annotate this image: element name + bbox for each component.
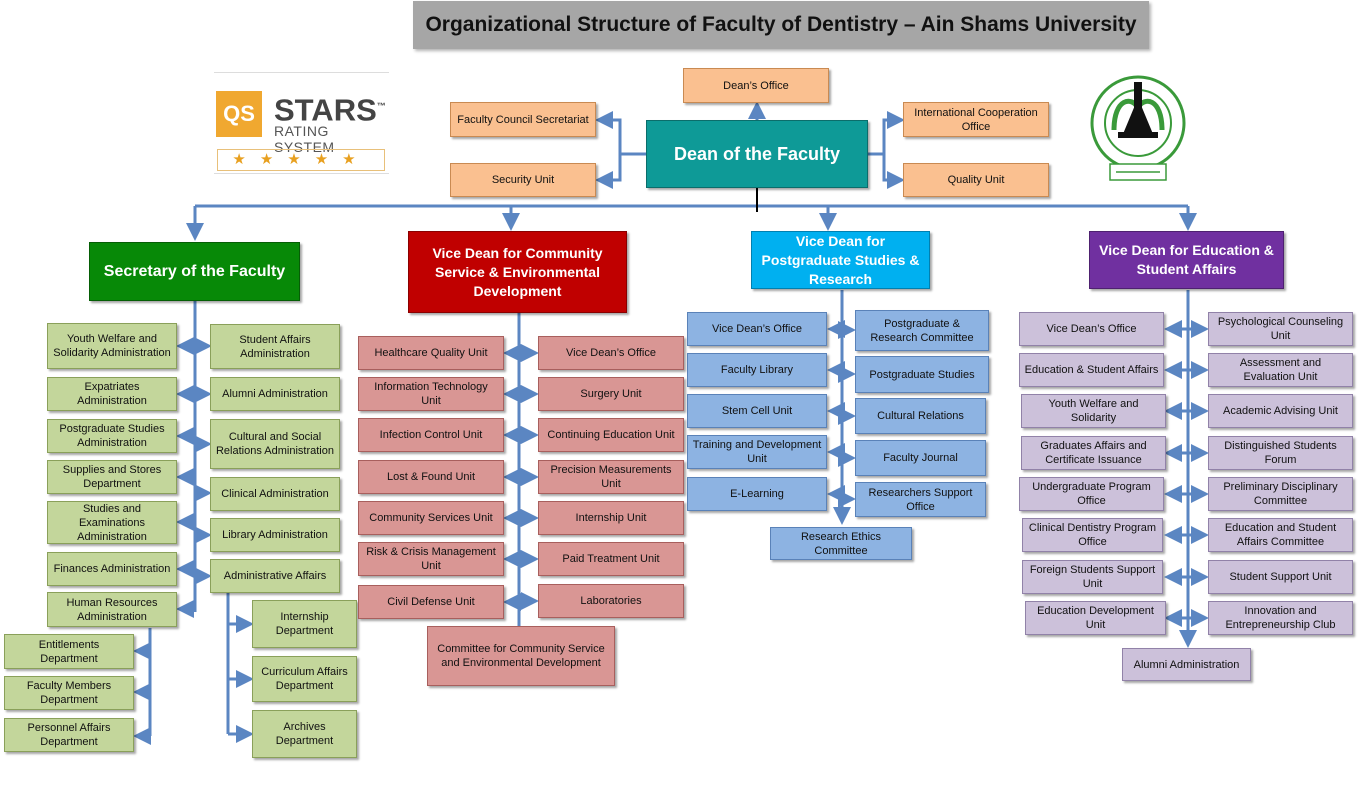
postgrad-unit-box: Postgraduate & Research Committee [855,310,989,351]
education-unit-box: Distinguished Students Forum [1208,436,1353,470]
education-unit-box: Graduates Affairs and Certificate Issuan… [1021,436,1166,470]
research-ethics-box: Research Ethics Committee [770,527,912,560]
international-office-box: International Cooperation Office [903,102,1049,137]
page-title: Organizational Structure of Faculty of D… [413,1,1149,49]
postgrad-unit-box: E-Learning [687,477,827,511]
postgrad-unit-box: Stem Cell Unit [687,394,827,428]
community-unit-box: Precision Measurements Unit [538,460,684,494]
sec-unit-box: Postgraduate Studies Administration [47,419,177,453]
qs-stars-text: STARS [274,92,377,128]
qs-tm: ™ [376,101,386,111]
community-unit-box: Civil Defense Unit [358,585,504,619]
sec-unit-box: Library Administration [210,518,340,552]
sec-unit-box: Supplies and Stores Department [47,460,177,494]
community-unit-box: Continuing Education Unit [538,418,684,452]
sec-unit-box: Cultural and Social Relations Administra… [210,419,340,469]
hr-sub-box: Personnel Affairs Department [4,718,134,752]
education-unit-box: Education and Student Affairs Committee [1208,518,1353,552]
qs-stars-logo: QS STARS™ RATING SYSTEM ★★★★★ [214,72,389,174]
community-committee-box: Committee for Community Service and Envi… [427,626,615,686]
education-unit-box: Undergraduate Program Office [1019,477,1164,511]
education-unit-box: Foreign Students Support Unit [1022,560,1163,594]
community-unit-box: Lost & Found Unit [358,460,504,494]
postgrad-unit-box: Faculty Library [687,353,827,387]
education-unit-box: Clinical Dentistry Program Office [1022,518,1163,552]
community-unit-box: Risk & Crisis Management Unit [358,542,504,576]
community-unit-box: Vice Dean’s Office [538,336,684,370]
postgrad-unit-box: Postgraduate Studies [855,356,989,393]
alumni-admin-box: Alumni Administration [1122,648,1251,681]
sec-unit-box: Administrative Affairs [210,559,340,593]
admin-sub-box: Curriculum Affairs Department [252,656,357,702]
sec-unit-box: Finances Administration [47,552,177,586]
education-unit-box: Assessment and Evaluation Unit [1208,353,1353,387]
postgrad-unit-box: Researchers Support Office [855,482,986,517]
sec-unit-box: Youth Welfare and Solidarity Administrat… [47,323,177,369]
community-vice-dean-box: Vice Dean for Community Service & Enviro… [408,231,627,313]
community-unit-box: Healthcare Quality Unit [358,336,504,370]
admin-sub-box: Archives Department [252,710,357,758]
postgrad-unit-box: Faculty Journal [855,440,986,476]
community-unit-box: Paid Treatment Unit [538,542,684,576]
postgrad-unit-box: Cultural Relations [855,398,986,434]
postgrad-unit-box: Vice Dean’s Office [687,312,827,346]
postgrad-unit-box: Training and Development Unit [687,435,827,469]
security-unit-box: Security Unit [450,163,596,197]
education-unit-box: Youth Welfare and Solidarity [1021,394,1166,428]
ain-shams-seal-logo [1090,75,1186,181]
community-unit-box: Community Services Unit [358,501,504,535]
qs-star-row: ★★★★★ [217,149,385,171]
community-unit-box: Information Technology Unit [358,377,504,411]
sec-unit-box: Clinical Administration [210,477,340,511]
deans-office-box: Dean’s Office [683,68,829,103]
education-unit-box: Innovation and Entrepreneurship Club [1208,601,1353,635]
sec-unit-box: Student Affairs Administration [210,324,340,369]
secretary-box: Secretary of the Faculty [89,242,300,301]
sec-unit-box: Studies and Examinations Administration [47,501,177,544]
education-unit-box: Vice Dean’s Office [1019,312,1164,346]
community-unit-box: Laboratories [538,584,684,618]
qs-rating-text: RATING SYSTEM [274,123,335,155]
dean-box: Dean of the Faculty [646,120,868,188]
qs-mark: QS [216,91,262,137]
education-unit-box: Education & Student Affairs [1019,353,1164,387]
education-unit-box: Education Development Unit [1025,601,1166,635]
community-unit-box: Internship Unit [538,501,684,535]
admin-sub-box: Internship Department [252,600,357,648]
education-unit-box: Academic Advising Unit [1208,394,1353,428]
education-vice-dean-box: Vice Dean for Education & Student Affair… [1089,231,1284,289]
education-unit-box: Preliminary Disciplinary Committee [1208,477,1353,511]
sec-unit-box: Human Resources Administration [47,592,177,627]
sec-unit-box: Expatriates Administration [47,377,177,411]
sec-unit-box: Alumni Administration [210,377,340,411]
council-secretariat-box: Faculty Council Secretariat [450,102,596,137]
hr-sub-box: Entitlements Department [4,634,134,669]
postgrad-vice-dean-box: Vice Dean for Postgraduate Studies & Res… [751,231,930,289]
education-unit-box: Student Support Unit [1208,560,1353,594]
quality-unit-box: Quality Unit [903,163,1049,197]
community-unit-box: Surgery Unit [538,377,684,411]
hr-sub-box: Faculty Members Department [4,676,134,710]
education-unit-box: Psychological Counseling Unit [1208,312,1353,346]
community-unit-box: Infection Control Unit [358,418,504,452]
